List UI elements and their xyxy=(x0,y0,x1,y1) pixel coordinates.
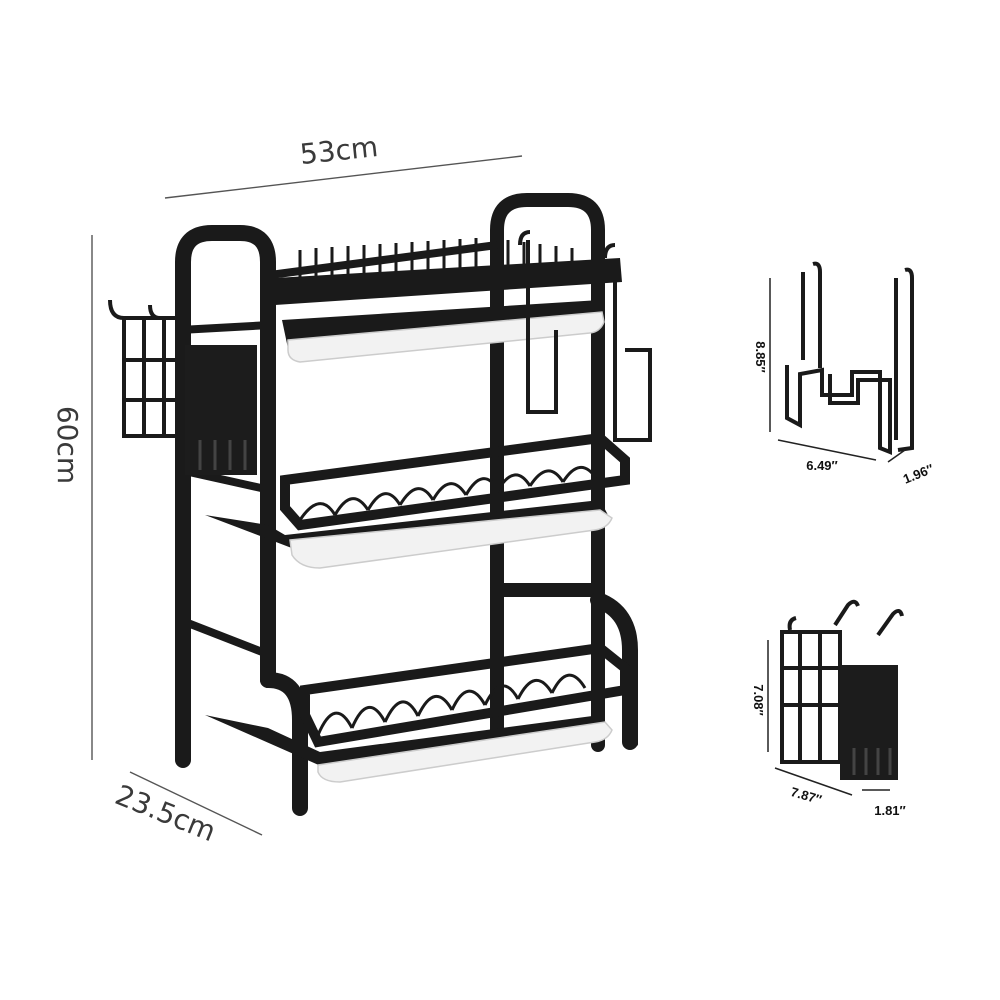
top-drip-tray xyxy=(287,311,605,363)
bottom-tier-basket xyxy=(205,642,630,783)
middle-tier-basket xyxy=(205,432,630,569)
top-tier-dish-rack xyxy=(275,237,622,363)
utensil-holder-detail: 7.08″ 7.87″ 1.81″ xyxy=(751,599,906,818)
width-label: 53cm xyxy=(298,130,379,171)
utensil-holder-height-label: 7.08″ xyxy=(751,684,766,716)
board-holder-dimension-lines xyxy=(769,278,906,463)
width-dimension-line xyxy=(164,155,523,199)
board-holder-wire xyxy=(785,261,914,455)
middle-wire-grid xyxy=(298,466,598,521)
utensil-holder-cup xyxy=(840,665,898,780)
cutting-board-holder-detail: 8.85″ 6.49″ 1.96″ xyxy=(753,261,936,487)
dish-rack xyxy=(108,193,652,816)
board-holder-width-label: 6.49″ xyxy=(806,458,838,473)
depth-dimension-line xyxy=(129,771,263,836)
board-holder-depth-label: 1.96″ xyxy=(901,461,936,487)
utensil-holder-cup-vents xyxy=(852,748,892,775)
bottom-wire-grid xyxy=(316,673,587,736)
board-holder-height-label: 8.85″ xyxy=(753,341,768,373)
dish-slots xyxy=(298,237,574,300)
utensil-cup-vents xyxy=(198,440,247,470)
bottom-drip-tray xyxy=(317,721,613,783)
rack-back-frame xyxy=(490,193,605,752)
utensil-holder-width-label: 7.87″ xyxy=(789,784,823,807)
height-label: 60cm xyxy=(51,406,84,484)
rack-front-frame xyxy=(175,225,638,816)
dimension-lines xyxy=(91,155,523,836)
utensil-holder-dimension-lines xyxy=(767,640,890,796)
attached-utensil-basket xyxy=(108,299,186,438)
rack-feet xyxy=(177,728,638,810)
middle-drip-tray xyxy=(289,509,613,569)
attached-board-holder xyxy=(518,230,652,442)
utensil-holder-depth-label: 1.81″ xyxy=(874,803,906,818)
